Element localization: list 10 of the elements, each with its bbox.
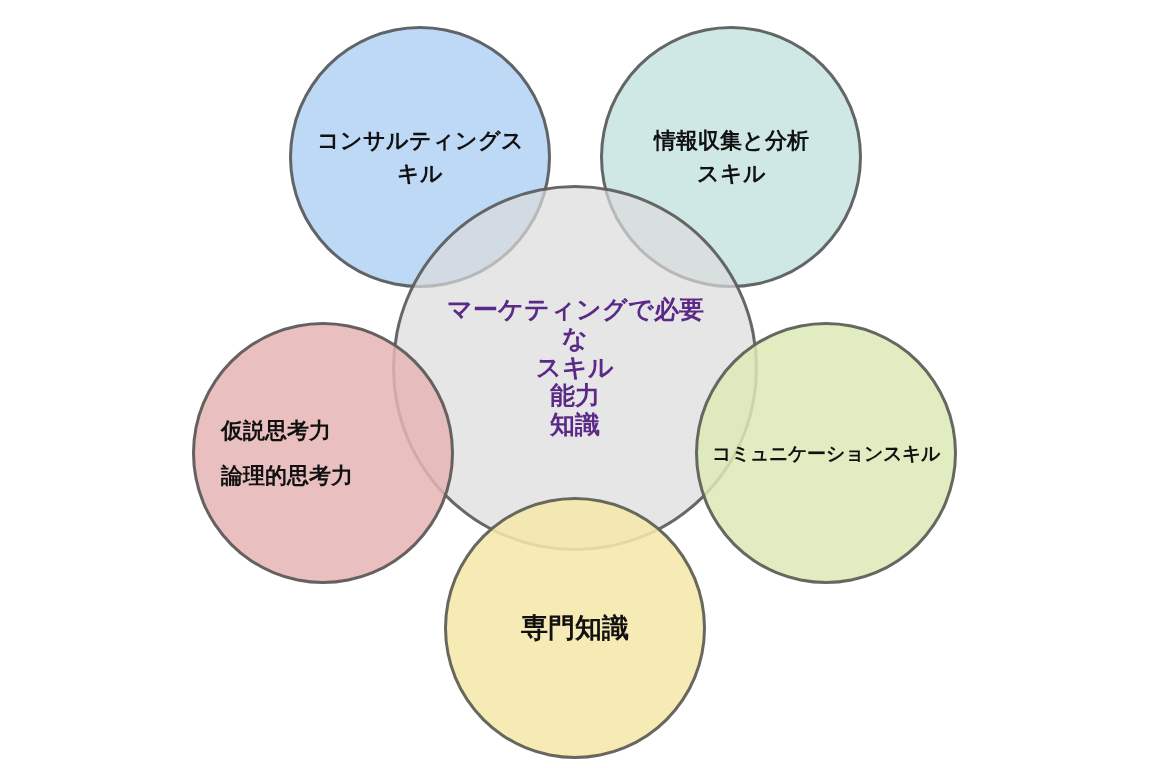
skill-label: コミュニケーションスキル	[712, 440, 940, 466]
skill-label: 専門知識	[521, 610, 629, 645]
skill-label: コンサルティングスキル	[315, 127, 525, 188]
center-label: スキル	[536, 353, 614, 383]
skill-label: 仮説思考力	[221, 417, 331, 445]
center-label: 能力	[550, 382, 600, 411]
center-label: 知識	[550, 411, 600, 440]
center-label: マーケティングで必要な	[445, 296, 705, 354]
skill-label: 論理的思考力	[221, 462, 353, 490]
skill-label: 情報収集と分析スキル	[652, 127, 810, 188]
